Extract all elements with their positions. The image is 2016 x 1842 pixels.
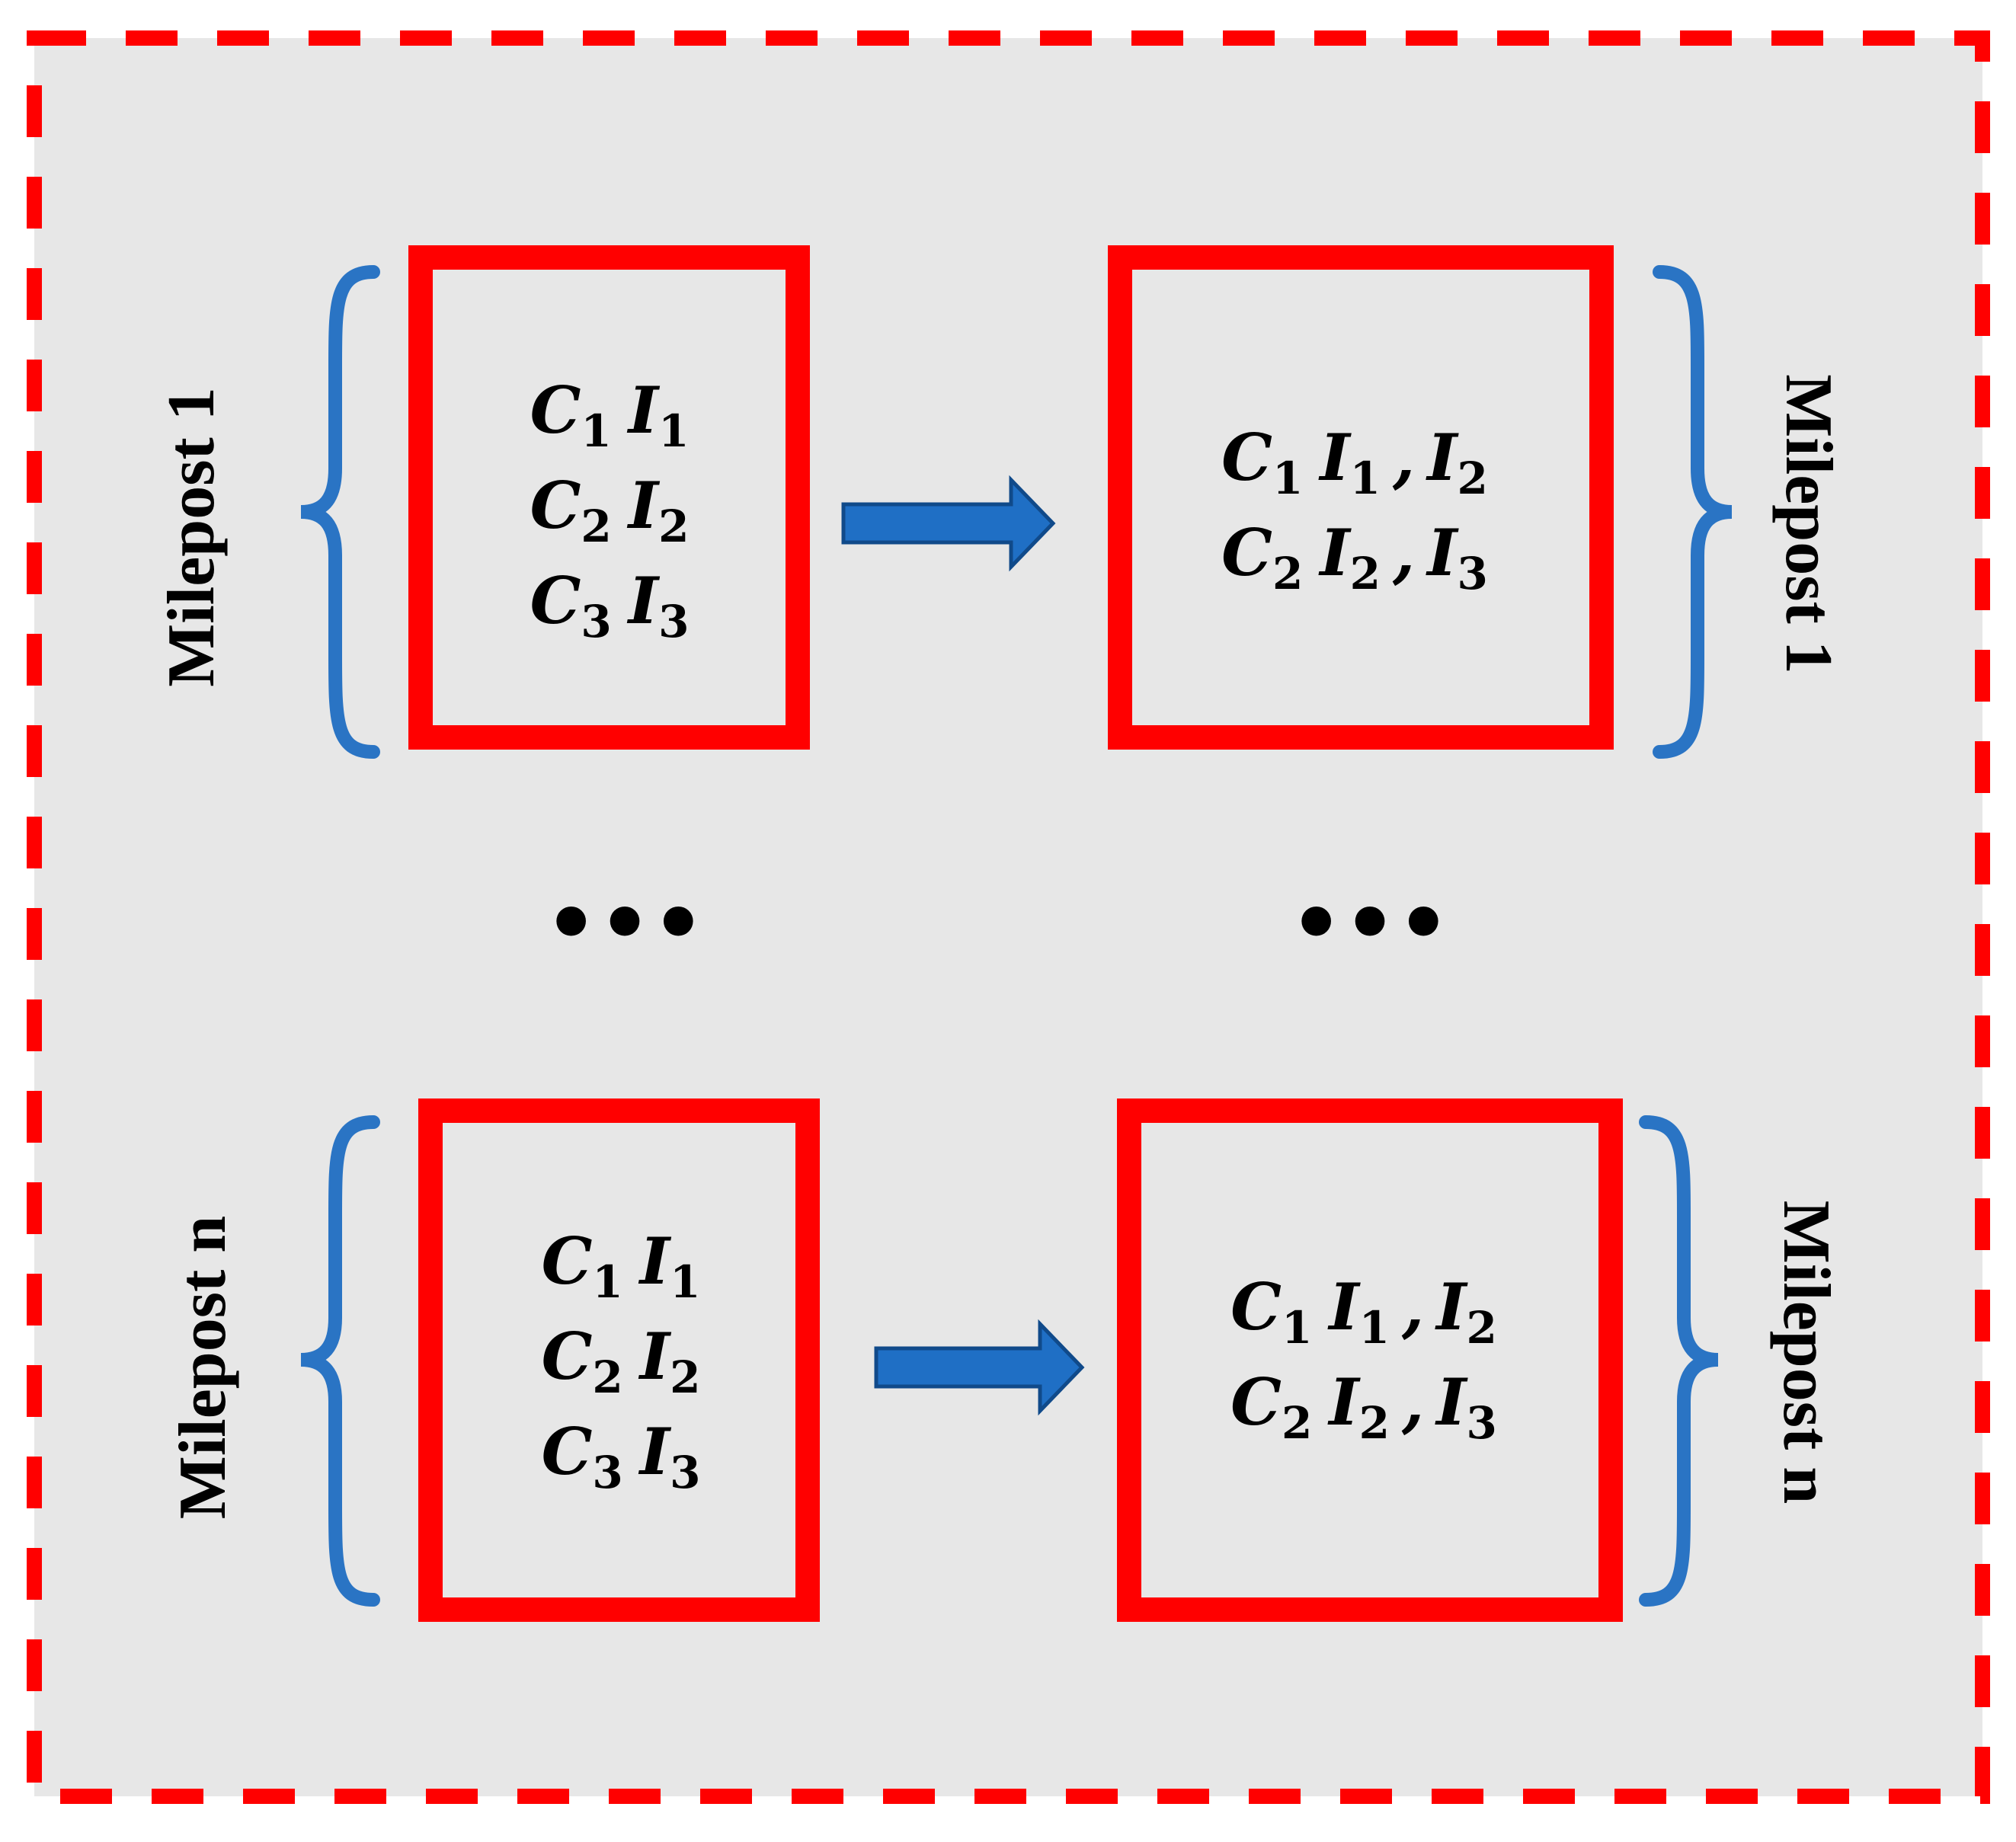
- right-curly-brace: [1653, 265, 1733, 759]
- ellipsis-left: •••: [545, 875, 706, 972]
- milepost-1-right-box: [1108, 245, 1614, 750]
- milepost-n-right-box: [1117, 1098, 1623, 1622]
- right-arrow-icon: [841, 475, 1056, 572]
- left-curly-brace: [300, 1115, 380, 1607]
- right-arrow-icon: [874, 1319, 1085, 1416]
- ellipsis-right: •••: [1290, 875, 1451, 972]
- milepost-n-left-label: Milepost n: [166, 1216, 240, 1519]
- right-curly-brace: [1639, 1115, 1719, 1607]
- milepost-n-left-box: [418, 1098, 820, 1622]
- milepost-1-right-label: Milepost 1: [1771, 374, 1845, 674]
- milepost-n-right-label: Milepost n: [1769, 1201, 1843, 1504]
- milepost-1-left-label: Milepost 1: [155, 387, 229, 687]
- diagram-background: [27, 30, 1990, 1804]
- left-curly-brace: [300, 265, 380, 759]
- milepost-1-left-box: [408, 245, 810, 750]
